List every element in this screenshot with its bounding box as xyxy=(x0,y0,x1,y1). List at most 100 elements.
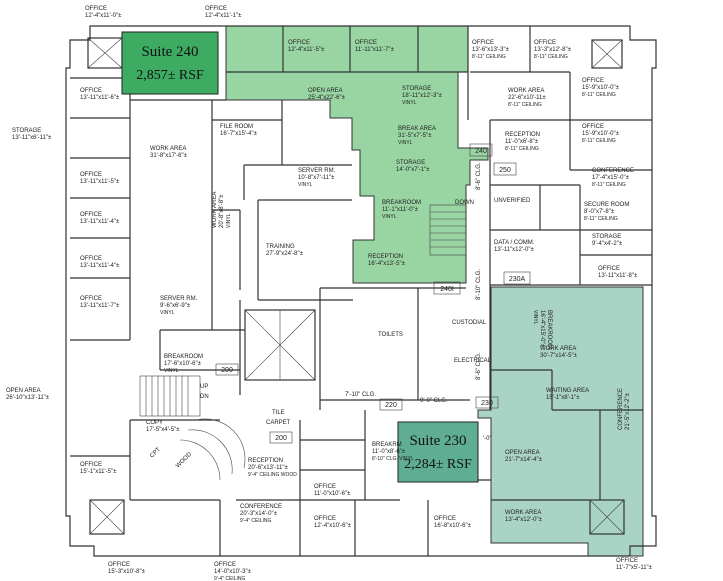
room-name: OFFICE xyxy=(582,78,604,84)
room-name: BREAK AREA xyxy=(398,126,436,132)
room-name: FILE ROOM xyxy=(220,124,253,130)
room-dimensions: 13'-4"x12'-0"± xyxy=(505,517,543,523)
suite-230-box xyxy=(397,421,479,483)
room-name: OFFICE xyxy=(80,462,102,468)
room-dimensions: 13'-11"x11'-8"± xyxy=(598,273,638,279)
room-name: OFFICE xyxy=(214,562,236,568)
room-label: ELECTRICAL xyxy=(454,358,492,364)
room-dimensions: 15'-3"x10'-8"± xyxy=(108,569,146,575)
room-dimensions: 11'-7"x5'-11"± xyxy=(616,565,653,571)
suite-230-rsf: 2,284± RSF xyxy=(404,457,472,472)
room-tag-200-bottom: 200 xyxy=(275,435,287,442)
suite-240-label-box: Suite 240 2,857± RSF xyxy=(121,31,219,95)
room-dimensions: 13'-11"x11'-4"± xyxy=(80,263,120,269)
room-dimensions: 18'-11"x12'-3"± xyxy=(402,93,442,99)
room-name: SERVER RM. xyxy=(298,168,336,174)
room-label: UNVERIFIED xyxy=(494,198,531,204)
room-name: BREAKRM xyxy=(372,442,402,448)
note-tile: TILE xyxy=(272,410,285,416)
room-dimensions: 11'-0"x8'-6"± xyxy=(372,449,406,455)
room-note: 9'-4" CEILING xyxy=(214,576,245,581)
room-name: WORK AREA xyxy=(508,88,544,94)
room-name: OFFICE xyxy=(80,212,102,218)
room-dimensions: 12'-4"x11'-5"± xyxy=(288,47,325,53)
room-name: WORK AREA xyxy=(150,146,186,152)
room-note: VINYL xyxy=(298,182,313,188)
room-dimensions: 20'-8"x8'-8"± xyxy=(219,194,225,228)
room-dimensions: 13'-11"x11'-6"± xyxy=(80,95,120,101)
room-name: OFFICE xyxy=(434,516,456,522)
room-note: 9'-4" CEILING xyxy=(240,518,271,524)
room-dimensions: 8'-0"x7'-8"± xyxy=(584,209,615,215)
suite-230-label-box: Suite 230 2,284± RSF xyxy=(397,421,479,483)
room-dimensions: 13'-11"x11'-7"± xyxy=(80,303,120,309)
room-name: COPY xyxy=(146,420,163,426)
room-name: OPEN AREA xyxy=(505,450,540,456)
room-note: 8'-10" CLG. VINYL xyxy=(372,456,414,462)
suite-240-box xyxy=(121,31,219,95)
room-name: UNVERIFIED xyxy=(494,198,531,204)
room-name: OFFICE xyxy=(616,558,638,564)
room-dimensions: 9'-6"x6'-9"± xyxy=(160,303,191,309)
note-cpt: CPT xyxy=(149,446,162,459)
room-name: WORK AREA xyxy=(212,192,218,228)
room-name: WAITING AREA xyxy=(546,388,589,394)
room-tags: 240 240I 250 230A 200 200 220 230 xyxy=(215,143,531,444)
room-name: STORAGE xyxy=(396,160,425,166)
suite-240-title: Suite 240 xyxy=(141,44,198,60)
room-dimensions: 14'-0"x7'-1"± xyxy=(396,167,430,173)
room-name: OFFICE xyxy=(85,6,107,12)
room-note: VINYL xyxy=(164,368,179,374)
room-dimensions: 25'-4"x22'-6"± xyxy=(308,95,346,101)
room-name: CUSTODIAL xyxy=(452,320,487,326)
room-tag-240i: 240I xyxy=(440,286,454,293)
room-name: OFFICE xyxy=(534,40,556,46)
room-dimensions: 11'-0"x6'-8"± xyxy=(505,139,539,145)
room-note: VINYL xyxy=(160,310,175,316)
room-dimensions: 9'-4"x4'-2"± xyxy=(592,241,623,247)
toilets-label: TOILETS xyxy=(378,332,403,338)
room-name: WORK AREA xyxy=(505,510,541,516)
room-note: VINYL xyxy=(402,100,417,106)
room-dimensions: 13'-11"x12'-0"± xyxy=(494,247,534,253)
room-dimensions: 11'-0"x10'-6"± xyxy=(314,491,351,497)
room-note: 8'-11" CEILING xyxy=(582,138,616,144)
suite-240-fill xyxy=(225,25,489,284)
suite-240-area xyxy=(225,25,489,284)
room-dimensions: 21'-7"x14'-4"± xyxy=(505,457,543,463)
room-dimensions: 20'-3"x14'-0"± xyxy=(240,511,278,517)
room-dimensions: 17'-6"x10'-6"± xyxy=(164,361,202,367)
room-dimensions: 15'-1"x8'-1"± xyxy=(546,395,580,401)
room-name: OFFICE xyxy=(582,124,604,130)
note-clg-9-0: 9'-0" CLG. xyxy=(420,398,448,404)
room-label: SERVER RM.9'-6"x6'-9"±VINYL xyxy=(160,296,198,316)
room-note: VINYL xyxy=(398,140,413,146)
suite-230-area xyxy=(477,286,644,557)
room-name: CONFERENCE xyxy=(592,168,634,174)
room-name: OFFICE xyxy=(80,172,102,178)
room-name: STORAGE xyxy=(12,128,41,134)
room-name: BREAKROOM xyxy=(164,354,203,360)
room-dimensions: 20'-6"x13'-11"± xyxy=(248,465,288,471)
